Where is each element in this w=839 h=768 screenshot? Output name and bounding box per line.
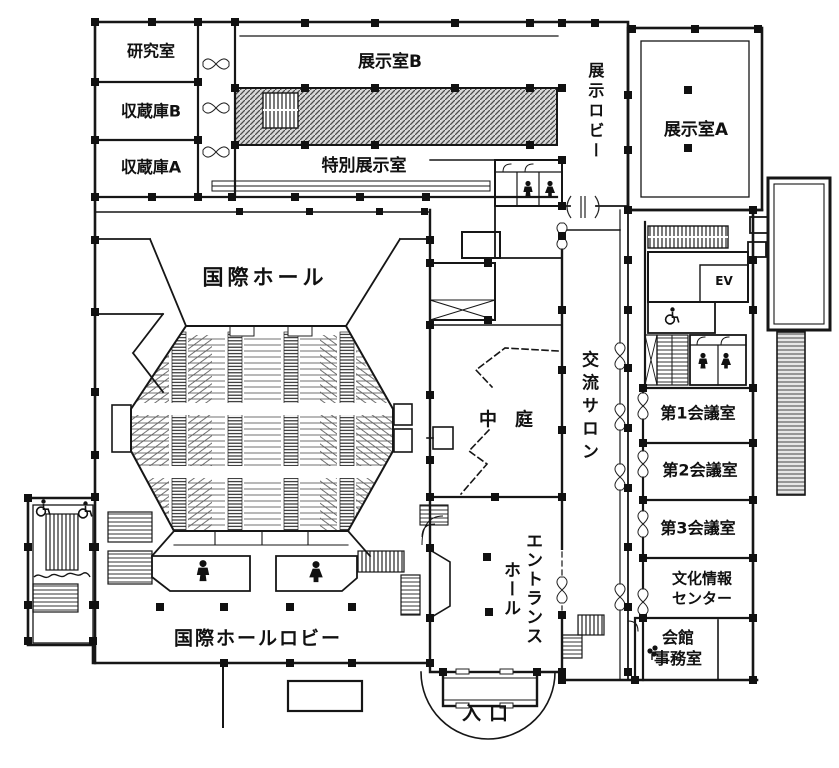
label-exchange-salon: 交流サロン <box>578 350 599 466</box>
courtyard-path <box>459 428 491 496</box>
stairs-icon <box>32 225 806 659</box>
male-toilet-room <box>151 555 251 592</box>
label-entrance: 入口 <box>461 702 517 725</box>
revolving-door-icon <box>566 195 600 219</box>
plant-icon <box>647 645 658 660</box>
label-meeting-room-2: 第2会議室 <box>662 460 738 480</box>
accessible-room <box>647 301 716 334</box>
label-culture-info-line1: 文化情報 <box>671 569 733 588</box>
label-courtyard: 中 庭 <box>479 409 533 431</box>
label-storage-a: 収蔵庫A <box>120 157 182 177</box>
courtyard-path <box>474 347 559 389</box>
label-international-hall: 国際ホール <box>202 265 328 290</box>
columns <box>24 18 762 684</box>
label-culture-info-line2: センター <box>671 589 733 607</box>
entrance-arc <box>420 671 556 740</box>
label-elevator: EV <box>715 274 733 289</box>
label-hall-office-line2: 事務室 <box>653 649 703 668</box>
entrance-door-leaves <box>455 668 514 709</box>
label-special-exhibition: 特別展示室 <box>321 155 407 176</box>
label-exhibition-lobby: 展示ロビー <box>585 62 605 162</box>
fountain-icon <box>432 426 454 450</box>
special-exhibition-hatch-band <box>234 87 558 146</box>
label-storage-b: 収蔵庫B <box>120 101 182 121</box>
label-hall-office-line1: 会館 <box>661 628 695 648</box>
elevator-room <box>647 251 749 303</box>
label-hall-lobby: 国際ホールロビー <box>173 627 343 650</box>
exterior-terrace <box>766 176 832 332</box>
label-hall-office: 会館 事務室 <box>654 628 702 670</box>
shaft-room <box>429 262 496 321</box>
central-toilet-room <box>494 159 563 207</box>
international-hall-seating <box>131 326 393 531</box>
female-toilet-room <box>275 555 358 592</box>
label-meeting-room-3: 第3会議室 <box>660 518 736 538</box>
entrance-vestibule <box>441 670 539 708</box>
label-exhibition-a: 展示室A <box>663 119 729 140</box>
label-meeting-room-1: 第1会議室 <box>660 403 736 423</box>
label-culture-info-center: 文化情報 センター <box>672 570 732 609</box>
label-exhibition-b: 展示室B <box>358 51 422 72</box>
walls <box>26 20 832 740</box>
label-research: 研究室 <box>126 41 176 61</box>
label-entrance-hall: エントランスホール <box>500 532 543 646</box>
